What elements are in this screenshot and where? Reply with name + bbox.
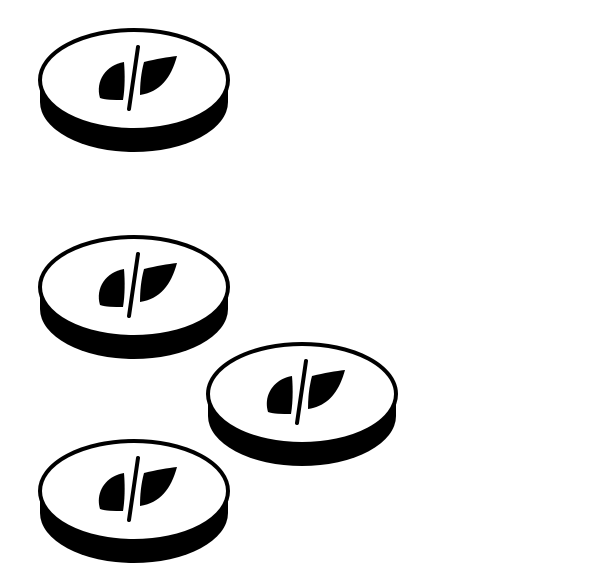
coin-icon: [38, 235, 230, 361]
coin-icon: [38, 439, 230, 565]
coin-icon: [38, 28, 230, 154]
coin-icon: [206, 342, 398, 468]
